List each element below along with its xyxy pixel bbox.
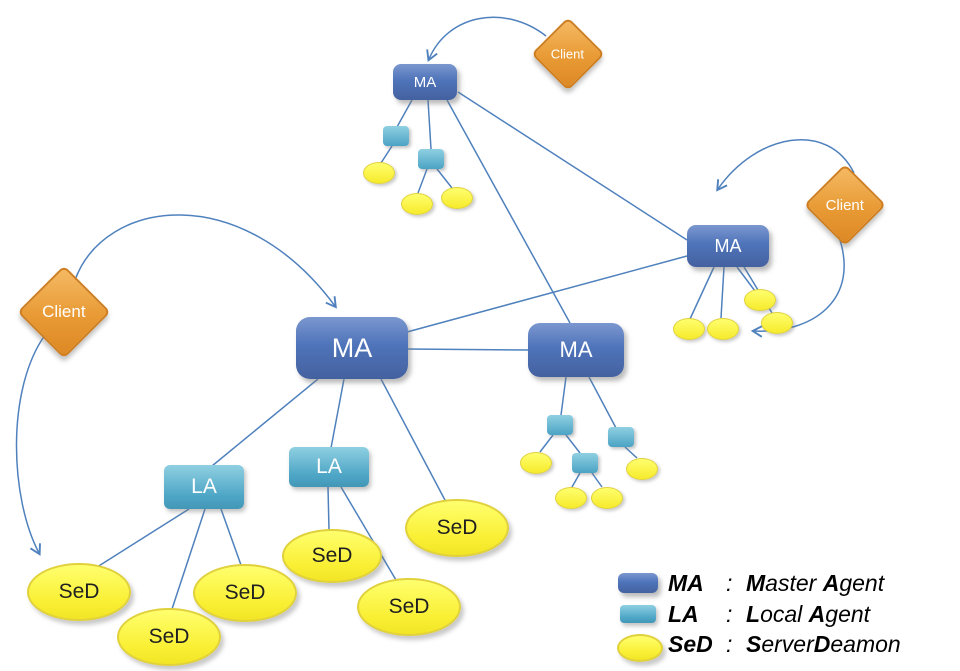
edge: [436, 168, 453, 189]
sed-small-ellipse: [626, 458, 658, 480]
sed-ellipse-2: SeD: [117, 608, 221, 666]
legend-swatch-ma: [618, 573, 658, 593]
edge: [211, 378, 319, 467]
edge: [340, 486, 397, 581]
sed-small-ellipse: [707, 318, 739, 340]
sed-label: SeD: [148, 625, 190, 648]
edge-ma-top-ma-mid: [446, 99, 571, 324]
la-small-square: [572, 453, 598, 473]
la-small-square: [547, 415, 573, 435]
la-small-square: [383, 126, 409, 146]
la-small-square: [608, 427, 634, 447]
arrow-client-top-to-ma: [426, 16, 547, 62]
arrow-client-left-to-ma: [74, 214, 337, 309]
edge: [720, 266, 725, 319]
sed-small-ellipse: [401, 193, 433, 215]
arrow-client-right-to-ma: [716, 139, 855, 192]
edge: [220, 508, 242, 566]
edge: [330, 378, 345, 449]
arrow-client-left-to-sed: [15, 334, 46, 556]
edge: [380, 145, 393, 164]
legend-row-sed: SeD:ServerDeamon: [668, 631, 901, 657]
la-small-square: [418, 149, 444, 169]
sed-small-ellipse: [555, 487, 587, 509]
sed-ellipse-4: SeD: [282, 529, 382, 583]
ma-node-right-label: MA: [714, 235, 742, 256]
sed-ellipse-3: SeD: [193, 564, 297, 622]
ma-node-right: MA: [687, 225, 769, 267]
edge: [427, 99, 432, 150]
client-label: Client: [825, 196, 865, 214]
sed-label: SeD: [388, 595, 430, 618]
legend-abbr-sed: SeD: [668, 631, 713, 657]
sed-ellipse-5: SeD: [357, 578, 461, 636]
edge: [171, 508, 206, 610]
edge: [689, 266, 715, 320]
edge: [560, 376, 567, 416]
edge: [624, 446, 638, 459]
edge: [571, 472, 581, 488]
ma-node-mid: MA: [528, 323, 624, 377]
ma-node-mid-label: MA: [559, 337, 593, 362]
sed-small-ellipse: [441, 187, 473, 209]
edge: [736, 266, 756, 292]
legend-abbr-la: LA: [668, 601, 699, 627]
ma-node-top-label: MA: [413, 73, 437, 91]
client-label: Client: [551, 46, 585, 62]
ma-node-center: MA: [296, 317, 408, 379]
sed-label: SeD: [311, 544, 353, 567]
sed-ellipse-6: SeD: [405, 499, 509, 557]
sed-small-ellipse: [761, 312, 793, 334]
legend-abbr-ma: MA: [668, 570, 704, 596]
client-label: Client: [42, 302, 86, 321]
edge: [539, 434, 554, 453]
sed-label: SeD: [436, 516, 478, 539]
sed-small-ellipse: [520, 452, 552, 474]
la-node-mid-label: LA: [316, 455, 342, 478]
sed-label: SeD: [58, 580, 100, 603]
edge: [380, 378, 447, 503]
edge-ma-top-ma-right: [457, 91, 688, 241]
edge: [327, 486, 330, 531]
edge: [417, 168, 428, 194]
edge-ma-center-ma-right: [406, 255, 688, 333]
sed-small-ellipse: [744, 289, 776, 311]
la-node-mid: LA: [289, 447, 369, 487]
la-node-left-label: LA: [191, 475, 217, 498]
edge: [396, 99, 413, 128]
edge: [591, 472, 603, 488]
sed-small-ellipse: [591, 487, 623, 509]
ma-node-top: MA: [393, 64, 457, 100]
sed-ellipse-1: SeD: [27, 563, 131, 621]
legend-row-la: LA:Local Agent: [668, 601, 871, 627]
ma-node-center-label: MA: [331, 332, 373, 363]
legend-row-ma: MA:Master Agent: [668, 570, 885, 596]
edge: [93, 508, 190, 570]
edge: [588, 376, 617, 429]
sed-small-ellipse: [363, 162, 395, 184]
edge: [565, 434, 581, 454]
legend-swatch-sed: [617, 634, 663, 662]
sed-label: SeD: [224, 581, 266, 604]
edge-ma-center-ma-mid: [406, 348, 529, 351]
la-node-left: LA: [164, 465, 244, 509]
sed-small-ellipse: [673, 318, 705, 340]
legend-swatch-la: [620, 605, 656, 623]
